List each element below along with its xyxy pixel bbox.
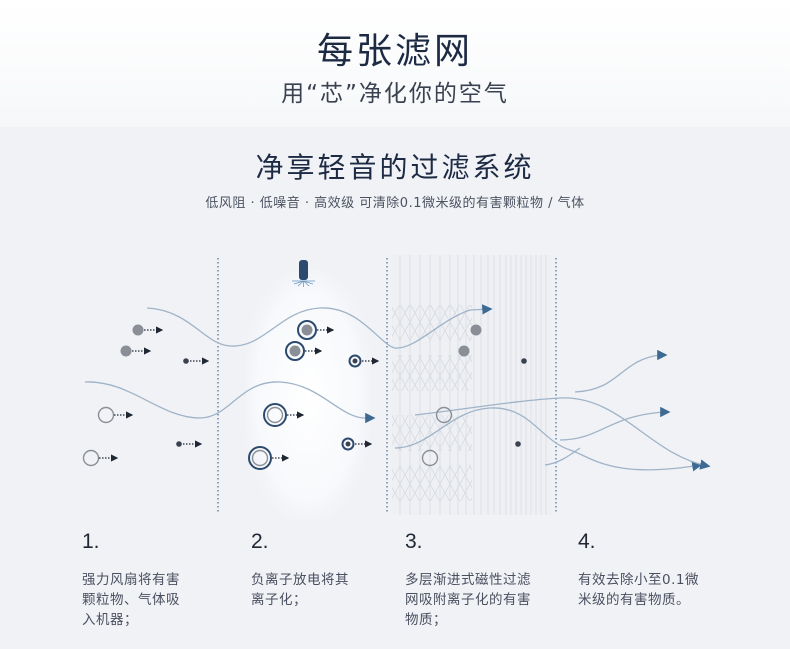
hero-title: 每张滤网: [316, 31, 473, 72]
step-description: 强力风扇将有害颗粒物、气体吸入机器；: [82, 572, 180, 628]
filter-mesh: [392, 255, 552, 515]
step-number: 4.: [578, 530, 596, 553]
step-3: 3. 多层渐进式磁性过滤网吸附离子化的有害物质；: [405, 530, 555, 630]
step-number: 2.: [251, 530, 269, 553]
step-4: 4. 有效去除小至0.1微米级的有害物质。: [578, 530, 728, 610]
airflow-lines: [84, 304, 711, 472]
step-number: 1.: [82, 530, 100, 553]
step-number: 3.: [405, 530, 423, 553]
section-title: 净享轻音的过滤系统: [255, 151, 535, 184]
filtration-diagram: [0, 250, 790, 520]
hero-banner: 每张滤网 用“芯”净化你的空气: [0, 0, 790, 127]
particles-ionized: [248, 320, 380, 470]
step-description: 多层渐进式磁性过滤网吸附离子化的有害物质；: [405, 572, 531, 628]
ionizer-emitter-icon: [292, 260, 315, 287]
step-description: 有效去除小至0.1微米级的有害物质。: [578, 572, 699, 608]
step-2: 2. 负离子放电将其离子化；: [251, 530, 401, 610]
particles-captured: [421, 324, 527, 467]
section-subtitle: 低风阻 · 低噪音 · 高效级 可清除0.1微米级的有害颗粒物 / 气体: [205, 196, 585, 211]
particles-intake: [82, 324, 210, 467]
step-1: 1. 强力风扇将有害颗粒物、气体吸入机器；: [82, 530, 232, 630]
step-description: 负离子放电将其离子化；: [251, 572, 349, 608]
hero-subtitle: 用“芯”净化你的空气: [281, 81, 509, 107]
ionizer-chamber: [246, 270, 370, 520]
